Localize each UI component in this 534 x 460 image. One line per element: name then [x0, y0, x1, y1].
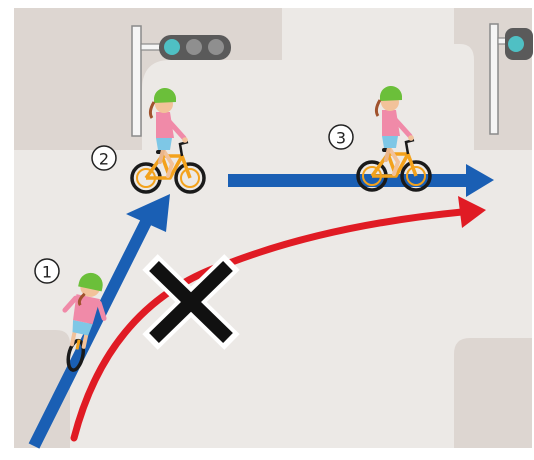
sidewalk-bottom-right: [454, 338, 532, 448]
step-label-1: 1: [42, 263, 52, 282]
step-marker-1: 1: [35, 259, 59, 283]
step-marker-3: 3: [329, 125, 353, 149]
step-marker-2: 2: [92, 146, 116, 170]
step-label-3: 3: [336, 129, 346, 148]
step-label-2: 2: [99, 150, 109, 169]
correct-path-horizontal-arrow-icon: [228, 174, 472, 187]
